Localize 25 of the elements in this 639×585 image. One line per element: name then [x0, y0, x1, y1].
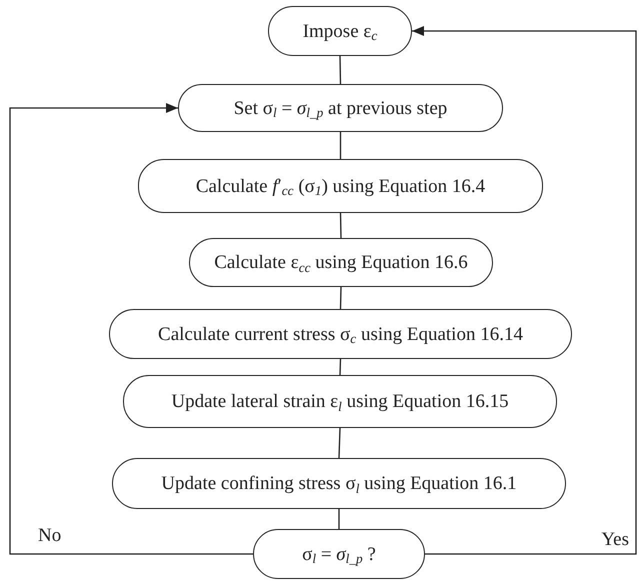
connector-line	[338, 509, 340, 529]
process-box	[268, 6, 412, 56]
decision-box	[253, 529, 425, 579]
process-box	[178, 84, 503, 132]
process-box	[112, 458, 566, 509]
process-box	[109, 309, 572, 359]
step-text: Calculate ε$_{cc}$ using Equation 16.6	[214, 253, 468, 272]
connector-line	[340, 286, 342, 310]
step-text: Calculate f′$_{cc}$ (σ$_{1}$) using Equation 16.4	[196, 176, 486, 196]
connector-line	[339, 56, 342, 84]
process-box	[123, 375, 557, 428]
step-text: Impose ε$_{c}$	[302, 22, 378, 40]
connector-line	[338, 428, 341, 458]
step-text: Calculate current stress σ$_{c}$ using Equation 16.14	[158, 324, 523, 344]
arrow	[9, 103, 253, 555]
connector-line	[340, 212, 342, 238]
step-text: Update lateral strain ε$_{l}$ using Equation 16.15	[171, 392, 509, 411]
step-text: Update confining stress σ$_{l}$ using Equation 16.1	[161, 474, 517, 493]
step-text: σ$_{l}$ = σ$_{l_p}$ ?	[302, 544, 376, 564]
step-text: Set σ$_{l}$ = σ$_{l_p}$ at previous step	[234, 98, 448, 118]
process-box	[189, 238, 493, 287]
process-box	[138, 159, 543, 213]
arrow	[412, 26, 637, 555]
connector-line	[339, 358, 342, 376]
connector-line	[340, 132, 342, 159]
